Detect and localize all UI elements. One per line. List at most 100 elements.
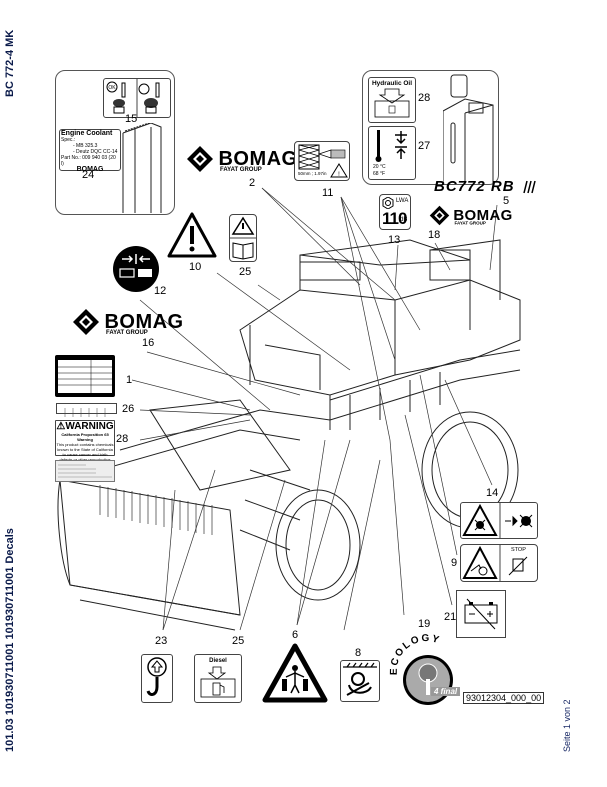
mesh-warning-decal: ! 50mm ; 1.97in (294, 141, 350, 181)
callout-23: 27 (418, 140, 431, 152)
bomag-diamond-icon (429, 205, 450, 226)
warning-manual-icon (230, 216, 256, 260)
coolant-cap-decal: OK (103, 78, 171, 118)
warning-triangle-icon: ⚠ (56, 421, 66, 432)
callout-20: 24 (82, 169, 95, 181)
bomag-logo-top: BOMAG FAYAT GROUP (186, 145, 298, 173)
fuel-pump-icon (200, 666, 236, 698)
callout-6: 6 (292, 629, 299, 641)
temp-fahrenheit: 68 °F (373, 171, 386, 177)
blade-hatching (99, 485, 213, 535)
cab-body (239, 289, 396, 396)
model-badge: BC772 RB (434, 178, 515, 195)
callout-8: 8 (355, 647, 362, 659)
noise-label: LWA (396, 198, 409, 204)
danger-zone-triangle (262, 643, 328, 703)
callout-19: 19 (418, 618, 431, 630)
service-strip-decal (56, 403, 117, 417)
bomag-wordmark: BOMAG (218, 147, 298, 170)
compactor-outline (57, 239, 521, 631)
engine-coolant-brand: BOMAG (76, 166, 104, 173)
bomag-diamond-icon (187, 146, 213, 172)
noise-level-decal: LWA 110 dB (379, 194, 411, 230)
noise-unit: dB (400, 217, 408, 223)
callout-5: 5 (503, 195, 510, 207)
callout-27: 23 (155, 635, 168, 647)
diesel-label: Diesel (209, 658, 227, 664)
bomag-subtitle: FAYAT GROUP (454, 221, 486, 227)
callout-2: 2 (249, 177, 256, 189)
front-wheel (275, 489, 361, 601)
callout-25: 25 (232, 635, 245, 647)
info-label-lines (58, 464, 112, 478)
fan-hazard-decal (460, 502, 538, 539)
mesh-size-text: 50mm ; 1.97in (298, 171, 327, 176)
bomag-logo-right: BOMAG FAYAT GROUP (429, 205, 513, 226)
callout-21: 25 (239, 266, 252, 278)
crush-hazard-icon (462, 545, 528, 581)
tie-down-decal (340, 660, 380, 702)
diesel-fill-decal: Diesel (194, 654, 242, 703)
bomag-logo-left: BOMAG FAYAT GROUP (72, 308, 184, 336)
callout-1: 1 (126, 374, 133, 386)
prop65-subtitle: California Proposition 65 Warning (61, 432, 109, 442)
engine-coolant-decal: Engine Coolant Spec.: - MB 325.3 - Deutz… (59, 129, 121, 173)
callout-9: 9 (451, 557, 458, 569)
battery-disconnect-decal (456, 590, 506, 638)
general-warning-triangle (167, 212, 217, 258)
ear-protection-icon (382, 197, 394, 209)
bomag-diamond-icon (73, 309, 99, 335)
drawing-id: 93012304_000_00 (463, 692, 545, 704)
type-plate-grid (58, 360, 112, 393)
callout-15: 15 (125, 113, 138, 125)
thermometer-level-icon (375, 130, 407, 162)
bomag-subtitle: FAYAT GROUP (220, 167, 262, 173)
bomag-wordmark: BOMAG (104, 310, 184, 333)
ecology-stage-badge: 4 final (431, 687, 461, 696)
dozer-blade (59, 479, 241, 616)
callout-28: 28 (116, 433, 129, 445)
roof-light-bar (299, 261, 361, 281)
noise-value: 110 (382, 209, 407, 228)
bomag-wordmark: BOMAG (453, 206, 513, 224)
engine-coolant-spec-1: - MB 325.3 (73, 143, 98, 149)
callout-18: 18 (428, 229, 441, 241)
callout-22: 26 (122, 403, 135, 415)
coolant-panel: OK Engine Coolant Spec.: - MB 325.3 - De… (55, 70, 175, 215)
lifting-hook-icon (146, 657, 167, 696)
callout-11: 11 (322, 187, 334, 199)
engine-coolant-title: Engine Coolant (61, 130, 113, 137)
engine-coolant-part-no: Part No.: 009 940 03 (20 l) (61, 155, 116, 167)
mesh-hand-icon: ! (298, 144, 348, 178)
model-badge-stripes (523, 180, 536, 194)
callout-13: 13 (388, 234, 401, 246)
hydraulic-level-decal: 20 °C 68 °F (368, 126, 416, 180)
hydraulic-tank-drawing (443, 74, 494, 184)
tie-down-icon (343, 662, 377, 696)
temp-celsius: 20 °C (373, 164, 386, 170)
coolant-cap-icon: OK (106, 79, 160, 117)
callout-16: 16 (142, 337, 155, 349)
read-manual-decal (229, 214, 257, 262)
ecology-badge: ECOLOGY (389, 633, 453, 705)
callout-14: 14 (486, 487, 499, 499)
callout-26: 21 (444, 611, 457, 623)
hydraulic-oil-decal: Hydraulic Oil (368, 77, 416, 123)
lifting-point-decal (141, 654, 173, 703)
front-drum-teeth (149, 399, 291, 491)
exhaust-housing (429, 249, 471, 281)
prop65-warning-title: ⚠WARNING (56, 421, 114, 432)
stop-label: STOP (511, 547, 526, 553)
fan-hazard-icon (462, 503, 533, 538)
callout-12: 12 (154, 285, 167, 297)
hydraulic-oil-title: Hydraulic Oil (371, 80, 413, 87)
callout-10: 10 (189, 261, 202, 273)
engine-coolant-spec-label: Spec.: (61, 137, 76, 143)
hydraulic-panel: Hydraulic Oil 20 °C 68 °F (362, 70, 499, 185)
crush-hazard-decal: STOP (460, 544, 538, 582)
battery-icon (464, 598, 498, 630)
coolant-tank-drawing (122, 123, 162, 213)
service-strip-cells (64, 408, 106, 417)
type-plate-decal (55, 355, 115, 397)
